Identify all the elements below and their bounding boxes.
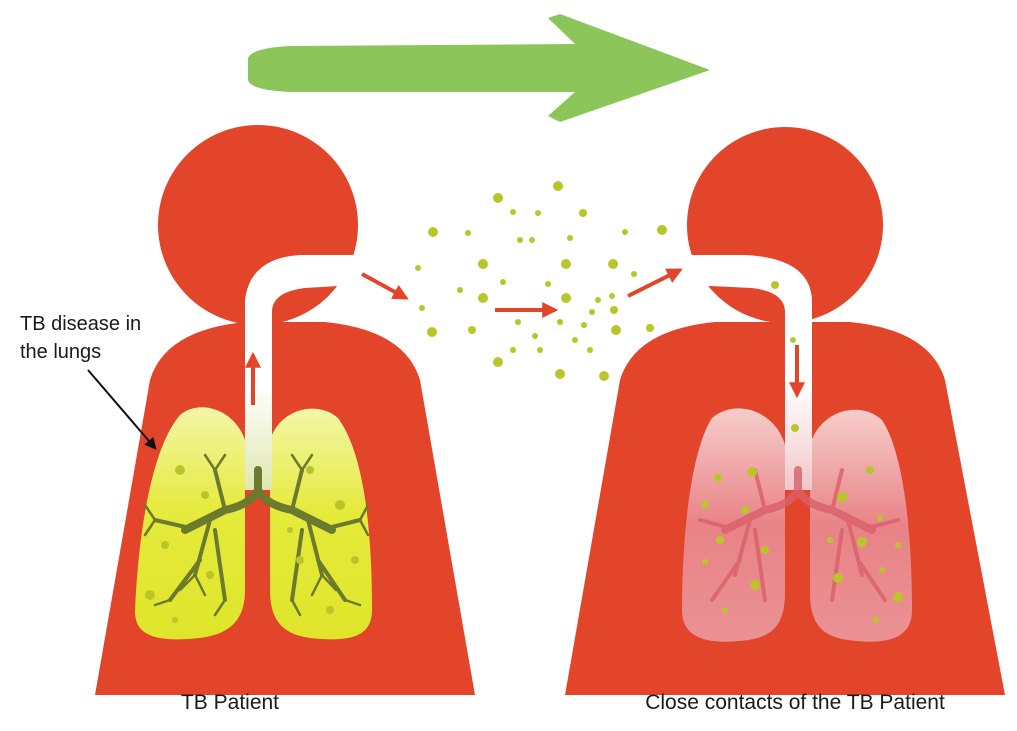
big-green-arrow — [248, 14, 710, 122]
exhale-arrow — [362, 274, 406, 298]
annotation-line-2: the lungs — [20, 338, 220, 366]
contacts-caption: Close contacts of the TB Patient — [600, 683, 990, 723]
tb-patient-figure — [95, 125, 475, 695]
airborne-droplets — [415, 181, 667, 381]
annotation-line-1: TB disease in — [20, 310, 220, 338]
contact-figure — [565, 127, 1005, 695]
patient-caption: TB Patient — [80, 683, 380, 723]
lung-disease-annotation: TB disease in the lungs — [20, 310, 220, 366]
